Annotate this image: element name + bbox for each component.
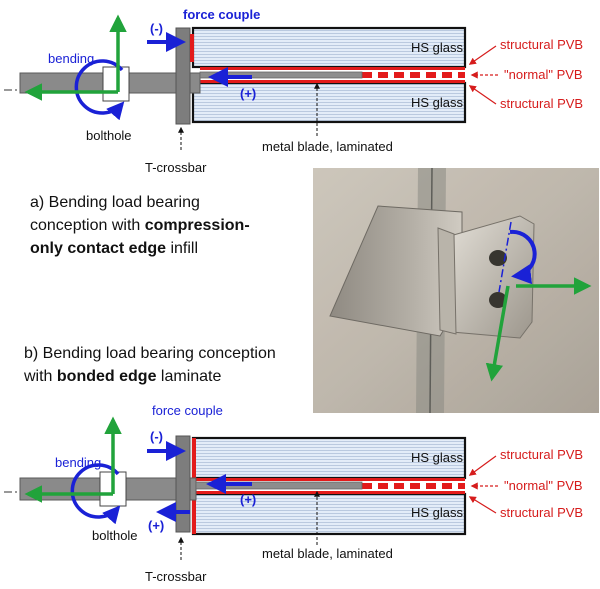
bending-arrow-b — [70, 463, 121, 525]
structural-pvb-bottom-pointer — [468, 85, 497, 105]
bolthole-label-b: bolthole — [92, 528, 138, 543]
normal-pvb-label: "normal" PVB — [504, 67, 583, 82]
structural-pvb-top-pointer — [468, 45, 497, 65]
hs-glass-bottom-label-b: HS glass — [411, 505, 464, 520]
contact-edge-infill — [190, 34, 194, 62]
structural-pvb-bottom-label-b: structural PVB — [500, 505, 583, 520]
structural-pvb-top-label: structural PVB — [500, 37, 583, 52]
plus-outer-label-b: (+) — [148, 518, 164, 533]
force-couple-label-b: force couple — [152, 403, 223, 418]
metal-blade-label-b: metal blade, laminated — [262, 546, 393, 561]
structural-pvb-top-layer — [200, 67, 465, 70]
caption-b-line2: with bonded edge laminate — [24, 368, 222, 385]
metal-blade-b — [195, 481, 363, 490]
normal-pvb-label-b: "normal" PVB — [504, 478, 583, 493]
structural-pvb-top-label-b: structural PVB — [500, 447, 583, 462]
bracket-photo — [313, 167, 599, 414]
plus-inner-label-b: (+) — [240, 492, 256, 507]
plus-label: (+) — [240, 86, 256, 101]
caption-a: a) Bending load bearing conception with … — [30, 191, 250, 260]
force-couple-label: force couple — [183, 7, 260, 22]
structural-pvb-bottom-pointer-b — [468, 496, 497, 514]
caption-a-line1: a) Bending load bearing — [30, 194, 200, 211]
t-crossbar-bar — [175, 27, 191, 125]
t-crossbar-label: T-crossbar — [145, 160, 207, 175]
structural-pvb-bottom-layer-b — [196, 491, 465, 494]
bolthole-label: bolthole — [86, 128, 132, 143]
photo-bending-arrow — [509, 229, 537, 285]
bolthole-shape — [102, 66, 130, 102]
structural-pvb-bottom-label: structural PVB — [500, 96, 583, 111]
structural-pvb-top-layer-b — [196, 478, 465, 481]
structural-pvb-top-pointer-b — [468, 455, 497, 476]
t-crossbar-label-b: T-crossbar — [145, 569, 207, 584]
structural-pvb-bottom-layer — [200, 80, 465, 83]
photo-bolthole-lower — [489, 292, 507, 308]
bending-label-b: bending — [55, 455, 101, 470]
hs-glass-bottom-panel — [191, 81, 467, 124]
minus-label: (-) — [150, 21, 163, 36]
caption-a-line3: only contact edge infill — [30, 240, 199, 257]
hs-glass-top-panel-b — [191, 436, 467, 480]
bending-label: bending — [48, 51, 94, 66]
hs-glass-bottom-label: HS glass — [411, 95, 464, 110]
metal-blade-label: metal blade, laminated — [262, 139, 393, 154]
minus-label-b: (-) — [150, 429, 163, 444]
photo-bolthole-upper — [489, 250, 507, 266]
diagram-b: force couple (-) (+) (+) bending bolthol… — [4, 403, 583, 584]
photo-axis-line — [498, 221, 512, 293]
hs-glass-top-label: HS glass — [411, 40, 464, 55]
caption-a-line2: conception with compression- — [30, 217, 250, 234]
bending-arrow — [74, 59, 125, 121]
diagram-a: force couple (-) (+) bending bolthole T-… — [4, 7, 583, 175]
photo-green-vertical-arrow — [485, 285, 510, 382]
caption-b: b) Bending load bearing conception with … — [24, 342, 276, 388]
hs-glass-top-label-b: HS glass — [411, 450, 464, 465]
caption-b-line1: b) Bending load bearing conception — [24, 345, 276, 362]
metal-blade — [199, 71, 363, 79]
